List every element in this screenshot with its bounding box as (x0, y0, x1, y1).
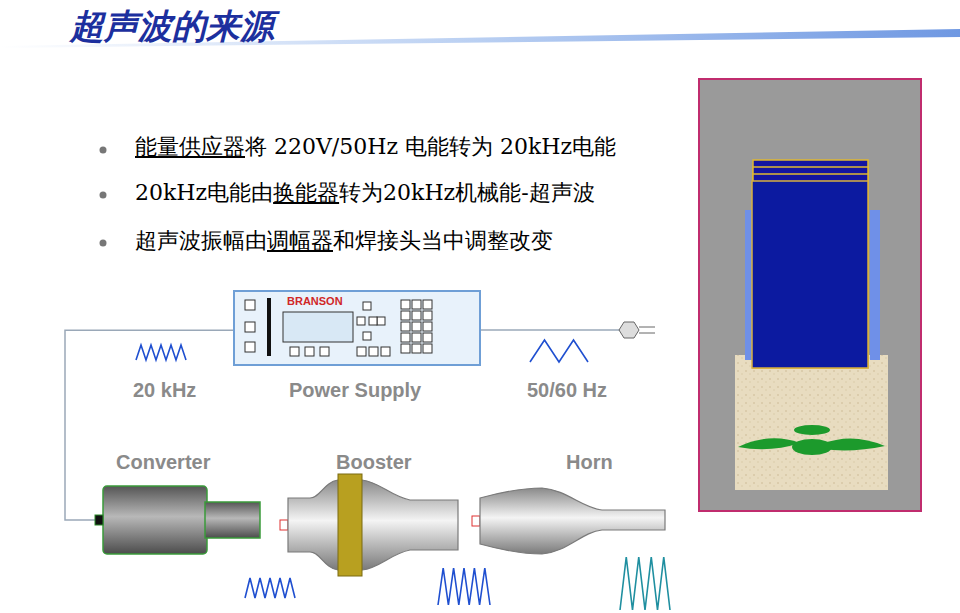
bullet-text: 超声波振幅由 (135, 228, 267, 253)
part-name: Booster (336, 450, 412, 474)
bullet-text: 和焊接头当中调整改变 (333, 228, 553, 253)
bullet-line: 超声波振幅由调幅器和焊接头当中调整改变 (135, 227, 553, 255)
power-supply-box: BRANSONPower Supply (233, 290, 481, 366)
booster-part: Booster (280, 452, 462, 578)
part-name: Power Supply (289, 378, 421, 402)
slide-title: 超声波的来源 (70, 4, 274, 48)
wave-symbol (245, 578, 295, 598)
power-cord (481, 322, 655, 338)
part-name: Converter (116, 450, 210, 474)
bullet-text: 换能器 (273, 180, 339, 205)
wave-symbol (620, 557, 670, 610)
brand-name: BRANSON (287, 295, 343, 308)
bullet-text: 20kHz电能由 (135, 180, 273, 205)
bullet-dot (100, 147, 107, 154)
welding-illustration (699, 79, 921, 511)
bullet-dot (100, 192, 107, 199)
signal-label: 20 kHz (133, 378, 196, 402)
bullet-text: 能量供应器 (135, 134, 245, 159)
bullet-dot (100, 240, 107, 247)
part-outline (235, 292, 483, 368)
bullet-text: 转为20kHz机械能-超声波 (339, 180, 595, 205)
wave-symbol (438, 568, 490, 605)
part-name: Horn (566, 450, 613, 474)
bullet-line: 20kHz电能由换能器转为20kHz机械能-超声波 (135, 179, 595, 207)
wave-symbols (136, 340, 670, 610)
signal-label: 50/60 Hz (527, 378, 607, 402)
wave-symbol (530, 340, 588, 362)
bullet-text: 调幅器 (267, 228, 333, 253)
wave-symbol (136, 345, 186, 360)
horn-part: Horn (472, 452, 670, 560)
bullet-line: 能量供应器将 220V/50Hz 电能转为 20kHz电能 (135, 133, 616, 161)
converter-part: Converter (95, 450, 267, 560)
bullet-text: 将 220V/50Hz 电能转为 20kHz电能 (245, 134, 616, 159)
